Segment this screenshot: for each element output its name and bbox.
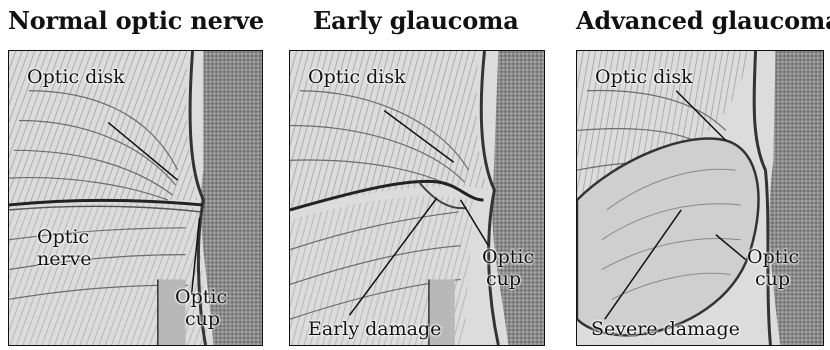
panel-title-advanced: Advanced glaucoma	[576, 6, 830, 35]
optic-cup-label-line1: Optic	[747, 247, 799, 267]
optic-disk-label: Optic disk	[308, 67, 406, 87]
optic-nerve-label-line2: nerve	[37, 249, 92, 269]
panel-title-normal: Normal optic nerve	[8, 6, 264, 35]
optic-disk-label: Optic disk	[27, 67, 125, 87]
advanced-glaucoma-drawing	[577, 51, 823, 345]
optic-cup-label-line2: cup	[486, 269, 521, 289]
optic-disk-label: Optic disk	[595, 67, 693, 87]
optic-nerve-label-line1: Optic	[37, 227, 89, 247]
early-glaucoma-illustration: Optic disk Optic cup Early damage	[289, 50, 545, 346]
optic-cup-label-line2: cup	[755, 269, 790, 289]
advanced-glaucoma-illustration: Optic disk Optic cup Severe damage	[576, 50, 824, 346]
panel-title-early: Early glaucoma	[313, 6, 519, 35]
optic-cup-label-line1: Optic	[482, 247, 534, 267]
early-glaucoma-drawing	[290, 51, 544, 345]
normal-optic-nerve-illustration: Optic disk Optic nerve Optic cup	[8, 50, 263, 346]
severe-damage-label: Severe damage	[591, 319, 740, 339]
early-damage-label: Early damage	[308, 319, 441, 339]
optic-cup-label-line2: cup	[185, 309, 220, 329]
optic-cup-label-line1: Optic	[175, 287, 227, 307]
